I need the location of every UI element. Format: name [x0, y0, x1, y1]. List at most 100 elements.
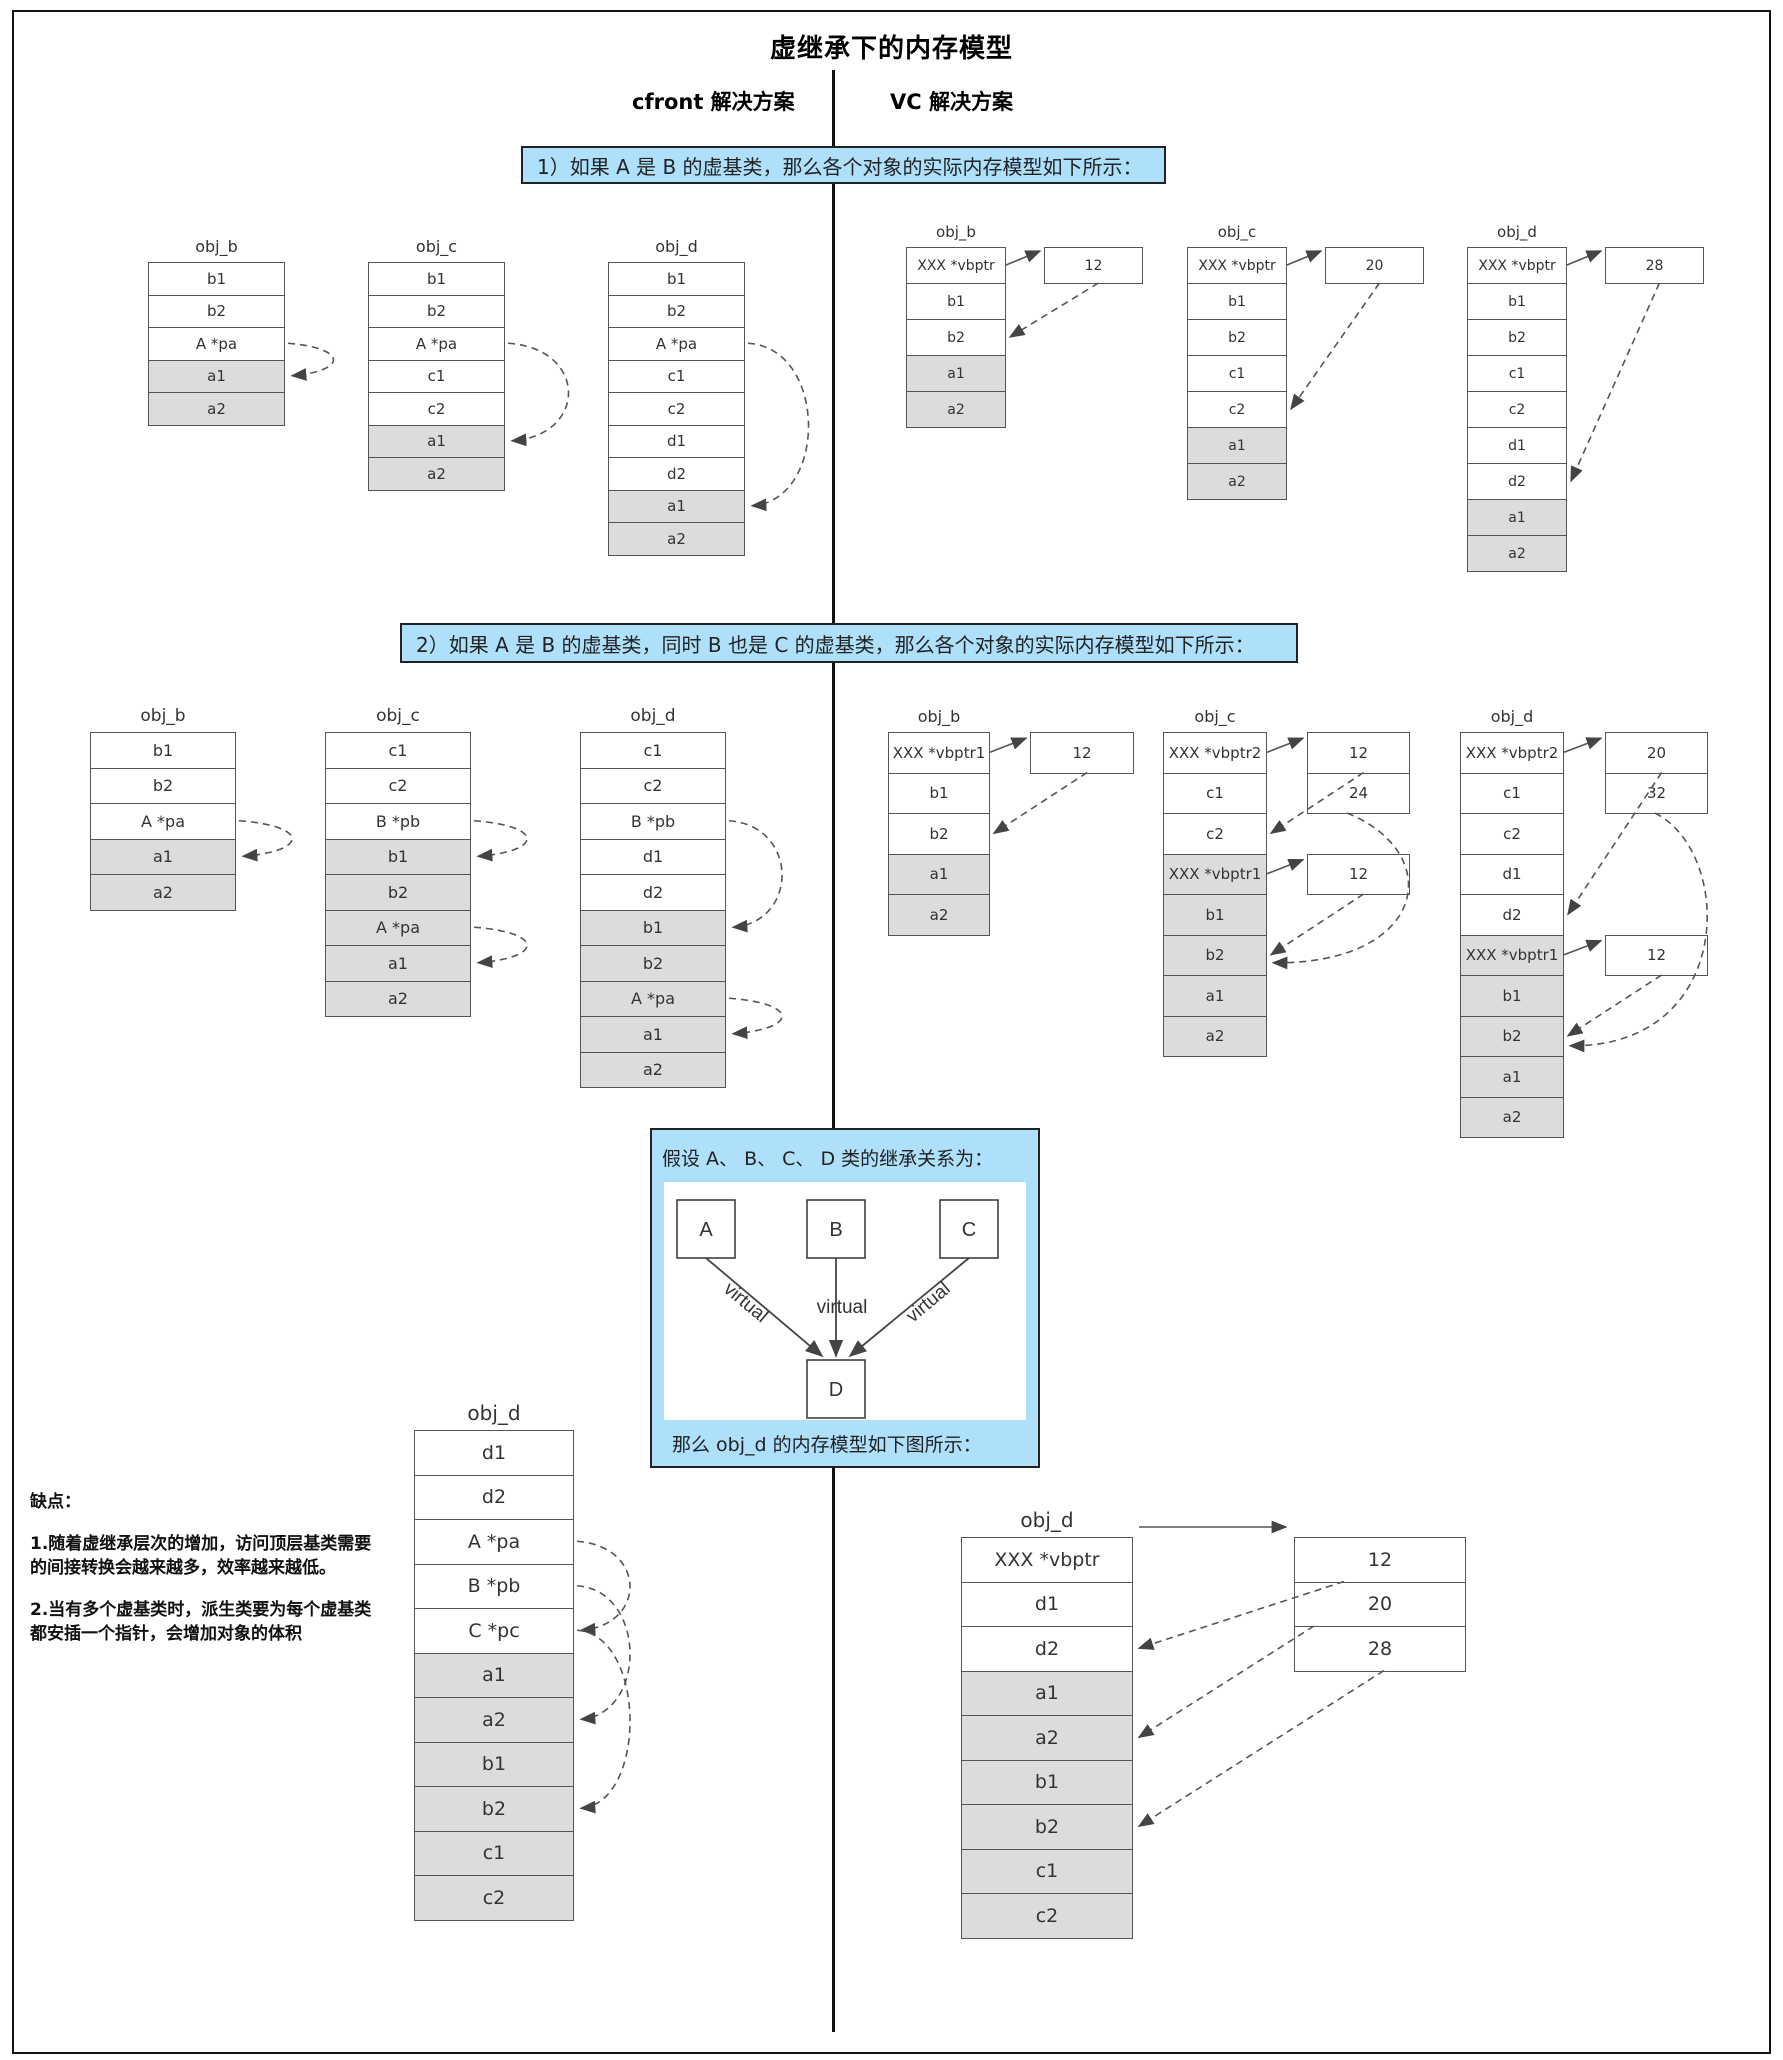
memory-cell: C *pc [414, 1608, 574, 1654]
object-name: obj_b [917, 707, 961, 726]
offset-arrow [1566, 974, 1663, 1037]
memory-cell: a1 [90, 838, 236, 875]
section-1-banner: 1）如果 A 是 B 的虚基类，那么各个对象的实际内存模型如下所示： [521, 146, 1166, 184]
memory-cell: c2 [1460, 813, 1564, 855]
object-name: obj_b [195, 237, 238, 256]
memory-cell: b1 [888, 772, 990, 814]
offset-arrow [1567, 772, 1663, 916]
section-2-banner: 2）如果 A 是 B 的虚基类，同时 B 也是 C 的虚基类，那么各个对象的实际… [400, 623, 1298, 663]
memory-cell: b1 [368, 262, 505, 296]
offset-arrow [1137, 1580, 1345, 1650]
memory-cell: c2 [414, 1875, 574, 1921]
memory-cell: b1 [414, 1741, 574, 1787]
offset-arrow [1271, 812, 1410, 970]
memory-cell: c1 [414, 1830, 574, 1876]
memory-cell: a2 [90, 874, 236, 911]
class-node-label: B [829, 1219, 842, 1241]
memory-cell: c2 [368, 392, 505, 426]
page-title: 虚继承下的内存模型 [769, 34, 1013, 64]
memory-cell: XXX *vbptr2 [1163, 732, 1267, 774]
base-pointer-arrow [473, 926, 528, 969]
memory-cell: d2 [414, 1474, 574, 1520]
vbptr-arrow [1286, 250, 1323, 266]
offset-arrow [1269, 893, 1365, 956]
memory-cell: XXX *vbptr1 [1460, 934, 1564, 976]
object-name: obj_b [140, 706, 186, 726]
memory-cell: b2 [325, 874, 471, 911]
base-pointer-arrow [728, 819, 783, 933]
base-pointer-arrow [238, 819, 293, 862]
memory-cell: c1 [1163, 772, 1267, 814]
vbtable-entry: 32 [1605, 772, 1708, 814]
memory-cell: b1 [580, 909, 726, 946]
offset-arrow [1568, 812, 1708, 1053]
memory-cell: c1 [1467, 355, 1567, 392]
memory-cell: A *pa [148, 327, 285, 361]
memory-cell: c2 [961, 1893, 1133, 1939]
memory-cell: b2 [608, 294, 745, 328]
vbtable-entry: 12 [1307, 853, 1410, 895]
column-divider [832, 70, 835, 2032]
memory-cell: a1 [325, 945, 471, 982]
memory-cell: b1 [1460, 975, 1564, 1017]
drawback-1: 1.随着虚继承层次的增加，访问顶层基类需要的间接转换会越来越多，效率越来越低。 [30, 1534, 372, 1578]
virtual-edge-label: virtual [719, 1278, 771, 1327]
offset-arrow [1290, 282, 1381, 411]
base-pointer-arrow [473, 819, 528, 862]
vbtable-entry: 28 [1605, 247, 1704, 284]
memory-cell: XXX *vbptr1 [888, 732, 990, 774]
offset-arrow [1269, 771, 1365, 835]
object-name: obj_d [1497, 223, 1537, 241]
memory-cell: d2 [1460, 894, 1564, 936]
memory-cell: c1 [580, 732, 726, 769]
memory-cell: a2 [325, 980, 471, 1017]
vbptr-arrow [989, 737, 1028, 753]
memory-cell: XXX *vbptr [1467, 247, 1567, 284]
object-name: obj_d [655, 237, 698, 256]
memory-cell: c1 [961, 1848, 1133, 1894]
memory-cell: d1 [608, 424, 745, 458]
offset-arrow [1137, 1669, 1385, 1828]
memory-cell: a1 [608, 489, 745, 523]
memory-cell: a2 [368, 457, 505, 491]
offset-arrow [1137, 1625, 1315, 1739]
memory-cell: a2 [1187, 463, 1287, 500]
inheritance-edge [705, 1257, 824, 1358]
vbptr-arrow [1266, 859, 1305, 875]
memory-cell: b2 [1467, 319, 1567, 356]
base-pointer-arrow [576, 1629, 631, 1814]
object-name: obj_b [936, 223, 976, 241]
vbtable-entry: 28 [1294, 1626, 1466, 1672]
vbtable-entry: 20 [1325, 247, 1424, 284]
memory-cell: a2 [608, 522, 745, 556]
vbptr-arrow [1566, 250, 1603, 266]
vbptr-arrow [1563, 939, 1603, 956]
memory-cell: a2 [580, 1051, 726, 1088]
base-pointer-arrow [576, 1540, 631, 1636]
class-node-label: D [829, 1379, 843, 1401]
vbtable-entry: 24 [1307, 772, 1410, 814]
virtual-edge-label: virtual [902, 1278, 954, 1327]
base-pointer-arrow [287, 342, 335, 381]
vbptr-arrow [1005, 250, 1042, 266]
vbptr-arrow [1563, 737, 1603, 753]
memory-cell: a1 [1460, 1056, 1564, 1098]
memory-cell: c2 [1187, 391, 1287, 428]
memory-cell: A *pa [90, 803, 236, 840]
object-name: obj_c [415, 237, 458, 256]
info-heading: 假设 A、 B、 C、 D 类的继承关系为： [662, 1148, 994, 1170]
memory-cell: XXX *vbptr2 [1460, 732, 1564, 774]
offset-arrow [1008, 282, 1099, 338]
memory-cell: a2 [1163, 1015, 1267, 1057]
vbptr-arrow [1266, 737, 1305, 753]
base-pointer-arrow [507, 342, 570, 447]
memory-cell: a1 [1467, 499, 1567, 536]
memory-cell: A *pa [414, 1519, 574, 1565]
vbtable-entry: 12 [1030, 732, 1134, 774]
offset-arrow [1570, 282, 1661, 483]
memory-cell: c2 [580, 767, 726, 804]
memory-cell: a1 [368, 424, 505, 458]
base-pointer-arrow [576, 1584, 631, 1725]
virtual-edge-label: virtual [817, 1297, 868, 1318]
memory-cell: d1 [1467, 427, 1567, 464]
